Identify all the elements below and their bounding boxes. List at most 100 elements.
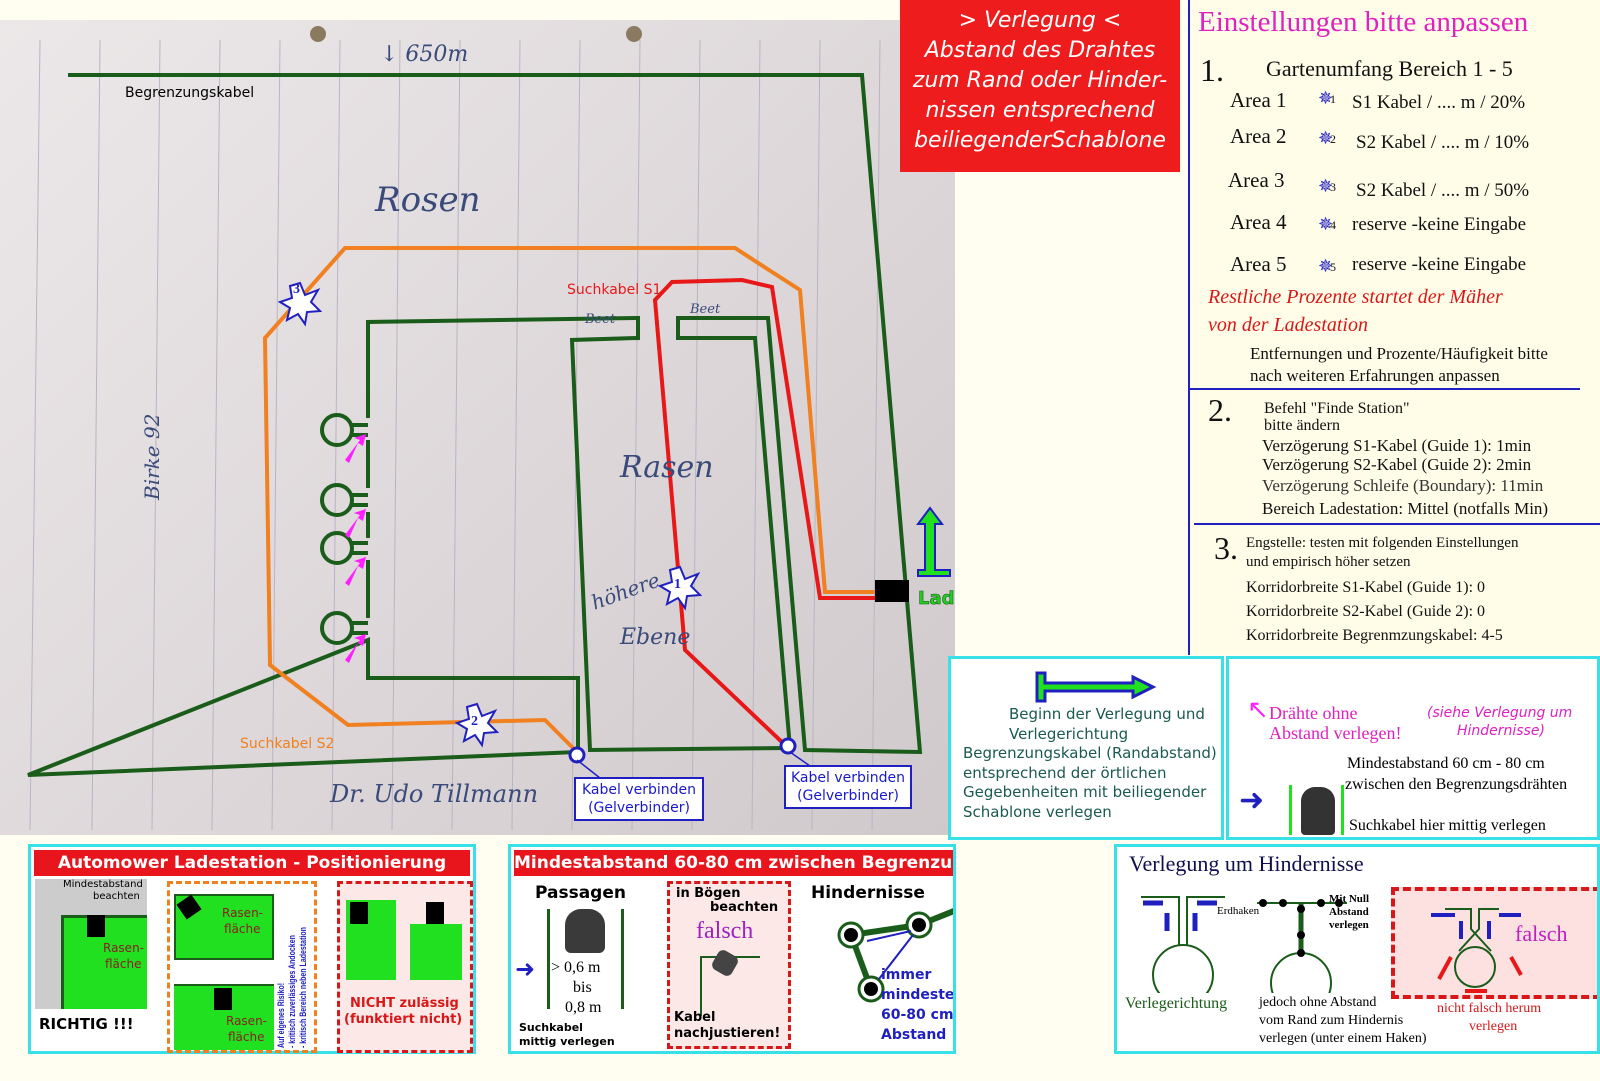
- callout-line: (Gelverbinder): [588, 800, 690, 816]
- wire-line: [1289, 785, 1292, 835]
- setting-line: und empirisch höher setzen: [1246, 554, 1411, 570]
- label: verlegen: [1329, 919, 1369, 931]
- distance-value: > 0,6 m: [551, 959, 601, 976]
- star-number: 2: [1330, 132, 1336, 146]
- divider: [1190, 388, 1580, 390]
- label: beachten: [710, 900, 779, 915]
- label: nachjustieren!: [674, 1026, 781, 1041]
- paper-hole: [310, 26, 326, 42]
- handwriting: Birke 92: [140, 413, 164, 500]
- wire-line: [547, 909, 550, 1009]
- start-arrow-icon: [916, 506, 951, 577]
- panel-title: Verlegung um Hindernisse: [1129, 851, 1364, 876]
- wire-line: [1341, 785, 1344, 835]
- obstacles-icon: [837, 908, 953, 1003]
- obstacle-laying-panel: Verlegung um Hindernisse Verlegerichtung…: [1114, 844, 1600, 1054]
- correct-label: RICHTIG !!!: [39, 1015, 134, 1033]
- label: in Bögen: [676, 886, 741, 901]
- setting-line: Korridorbreite Begrenmzungskabel: 4-5: [1246, 627, 1503, 644]
- note: Entfernungen und Prozente/Häufigkeit bit…: [1250, 344, 1548, 363]
- settings-title: Einstellungen bitte anpassen: [1198, 6, 1529, 38]
- note: nach weiteren Erfahrungen anpassen: [1250, 366, 1500, 385]
- handwriting: Ebene: [620, 625, 691, 650]
- label: Kabel: [674, 1010, 716, 1025]
- setting-line: Engstelle: testen mit folgenden Einstell…: [1246, 535, 1519, 551]
- not-allowed-box: NICHT zulässig (funktiert nicht): [337, 881, 473, 1053]
- garden-sketch-photo: Begrenzungskabel Suchkabel S1 Suchkabel …: [0, 20, 955, 835]
- settings-panel: Einstellungen bitte anpassen 1. Gartenum…: [1188, 0, 1600, 655]
- panel-text: Hindernisse): [1457, 723, 1545, 739]
- wire-line: [621, 909, 624, 1009]
- charging-station-icon: [875, 580, 909, 602]
- star-icon: ✵: [1318, 128, 1334, 148]
- label: verlegen: [1469, 1019, 1518, 1034]
- label: Rasen-: [222, 906, 263, 920]
- rest-note: Restliche Prozente startet der Mäher: [1208, 286, 1503, 308]
- area-text: S1 Kabel / .... m / 20%: [1352, 92, 1526, 113]
- risky-box: Rasen- fläche Rasen- fläche Auf eigenes …: [167, 881, 317, 1053]
- connector-callout-2: Kabel verbinden(Gelverbinder): [784, 765, 912, 809]
- area-label: Area 5: [1230, 252, 1287, 276]
- label: fläche: [105, 957, 142, 971]
- panel-text: Beginn der Verlegung und: [1009, 705, 1205, 723]
- star-icon: ✵: [1318, 214, 1334, 234]
- wire-layout-diagram: [27, 26, 951, 831]
- label: Abstand: [881, 1027, 947, 1043]
- setting-line: Verzögerung Schleife (Boundary): 11min: [1262, 476, 1544, 495]
- setting-line: bitte ändern: [1264, 417, 1340, 434]
- section-number: 3.: [1214, 530, 1238, 566]
- label: Suchkabel: [519, 1021, 583, 1034]
- notice-line: beiliegenderSchablone: [914, 128, 1166, 153]
- direction-arrow-icon: [1035, 671, 1157, 703]
- section-label: Passagen: [535, 883, 626, 903]
- notice-line: nissen entsprechend: [925, 98, 1155, 123]
- star-number: 3: [1330, 180, 1336, 194]
- area-label: Area 1: [1230, 88, 1287, 112]
- star-icon: ✵: [1318, 176, 1334, 196]
- panel-text: Schablone verlegen: [963, 802, 1112, 821]
- callout-line: Kabel verbinden: [581, 782, 697, 798]
- wires-panel: ↖ Drähte ohne Abstand verlegen! (siehe V…: [1226, 656, 1600, 840]
- connector-icon: [779, 737, 797, 755]
- divider: [1194, 523, 1600, 525]
- star-number: 4: [1330, 218, 1336, 232]
- arrow-right-icon: ➜: [1239, 784, 1265, 817]
- signature: Dr. Udo Tillmann: [330, 780, 539, 808]
- star-label-3: 3: [293, 282, 300, 297]
- setting-line: Bereich Ladestation: Mittel (notfalls Mi…: [1262, 499, 1549, 518]
- arrow-right-icon: ➜: [515, 957, 536, 983]
- not-allowed-label: (funktiert nicht): [344, 1012, 463, 1027]
- s2-label: Suchkabel S2: [240, 736, 335, 752]
- risk-text: - kritisch Bereich neben Ladestation: [298, 927, 308, 1048]
- laying-notice: > Verlegung < Abstand des Drahtes zum Ra…: [900, 0, 1180, 172]
- s1-label: Suchkabel S1: [567, 282, 662, 298]
- panel-text: Mindestabstand 60 cm - 80 cm: [1347, 755, 1545, 772]
- setting-line: Verzögerung S2-Kabel (Guide 2): 2min: [1262, 455, 1532, 474]
- label: fläche: [228, 1030, 265, 1044]
- label: jedoch ohne Abstand: [1259, 995, 1377, 1010]
- setting-line: Befehl "Finde Station": [1264, 400, 1410, 417]
- area-label: Area 2: [1230, 124, 1287, 148]
- magenta-arrows: [345, 434, 366, 663]
- star-number: 5: [1330, 260, 1336, 274]
- panel-text: (siehe Verlegung um: [1427, 705, 1573, 721]
- area-stars: [277, 281, 703, 748]
- area-text: S2 Kabel / .... m / 50%: [1356, 180, 1530, 201]
- setting-line: Korridorbreite S2-Kabel (Guide 2): 0: [1246, 603, 1486, 620]
- obstacle-wiring-icon: [1141, 896, 1347, 993]
- handwriting: Beet: [690, 302, 721, 317]
- rest-note: von der Ladestation: [1208, 314, 1368, 336]
- risk-text: - kritisch zuverlässiges Andocken: [287, 935, 297, 1048]
- label: Abstand: [1329, 906, 1369, 918]
- label: nicht falsch herum: [1437, 1001, 1542, 1016]
- mower-icon: [1301, 787, 1335, 835]
- area-text: reserve -keine Eingabe: [1352, 214, 1527, 235]
- area-label: Area 3: [1228, 168, 1285, 192]
- panel-text: Drähte ohne: [1269, 703, 1358, 723]
- handwriting: Beet: [585, 312, 616, 327]
- distance-value: bis: [573, 979, 592, 996]
- label: Mindestabstand: [63, 879, 143, 890]
- star-icon: ✵: [1318, 88, 1334, 108]
- handwriting: ↓ 650m: [380, 42, 469, 67]
- distance-value: 0,8 m: [565, 999, 602, 1016]
